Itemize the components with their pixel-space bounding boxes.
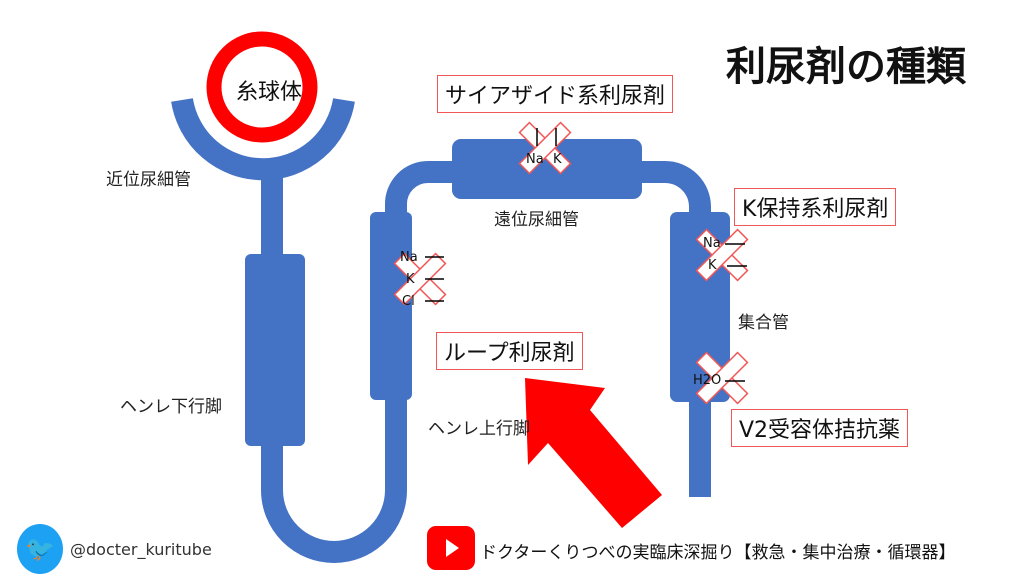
big-arrow bbox=[525, 378, 662, 528]
ion-k: K bbox=[708, 258, 717, 273]
youtube-icon[interactable] bbox=[427, 526, 475, 570]
ion-na: Na bbox=[703, 236, 721, 251]
proximal-tubule-label: 近位尿細管 bbox=[106, 170, 191, 190]
collecting-tube bbox=[630, 161, 711, 497]
twitter-icon[interactable]: 🐦 bbox=[17, 524, 63, 574]
ascending-limb-label: ヘンレ上行脚 bbox=[428, 419, 530, 439]
thiazide-label: サイアザイド系利尿剤 bbox=[437, 75, 674, 113]
ion-na: Na bbox=[400, 250, 418, 265]
loop-diuretic-label: ループ利尿剤 bbox=[436, 332, 583, 370]
k-sparing-label: K保持系利尿剤 bbox=[734, 188, 897, 226]
block-x-icon bbox=[695, 351, 749, 405]
bowman-capsule bbox=[171, 98, 355, 181]
ion-water: H2O bbox=[693, 373, 722, 388]
distal-tubule-segment bbox=[452, 139, 642, 199]
v2-antagonist-label: V2受容体拮抗薬 bbox=[731, 409, 909, 447]
ion-k: K bbox=[553, 152, 562, 167]
glomerulus-label: 糸球体 bbox=[236, 80, 303, 105]
descending-limb-segment bbox=[245, 254, 305, 446]
block-x-icon bbox=[393, 252, 447, 306]
twitter-handle[interactable]: @docter_kuritube bbox=[70, 540, 212, 559]
ion-k: K bbox=[406, 272, 415, 287]
loop-tube bbox=[261, 161, 460, 563]
ion-cl: Cl bbox=[402, 294, 415, 309]
youtube-channel[interactable]: ドクターくりつべの実臨床深掘り【救急・集中治療・循環器】 bbox=[480, 543, 956, 563]
block-x-icon bbox=[518, 121, 572, 175]
descending-limb-label: ヘンレ下行脚 bbox=[120, 397, 222, 417]
block-x-icon bbox=[695, 228, 749, 282]
ion-na: Na bbox=[526, 152, 544, 167]
page-title: 利尿剤の種類 bbox=[726, 44, 966, 90]
distal-tubule-label: 遠位尿細管 bbox=[494, 210, 579, 230]
glomerulus bbox=[206, 31, 318, 143]
ion-arrows bbox=[425, 128, 747, 382]
collecting-duct-label: 集合管 bbox=[738, 313, 789, 333]
tubule bbox=[171, 98, 711, 563]
